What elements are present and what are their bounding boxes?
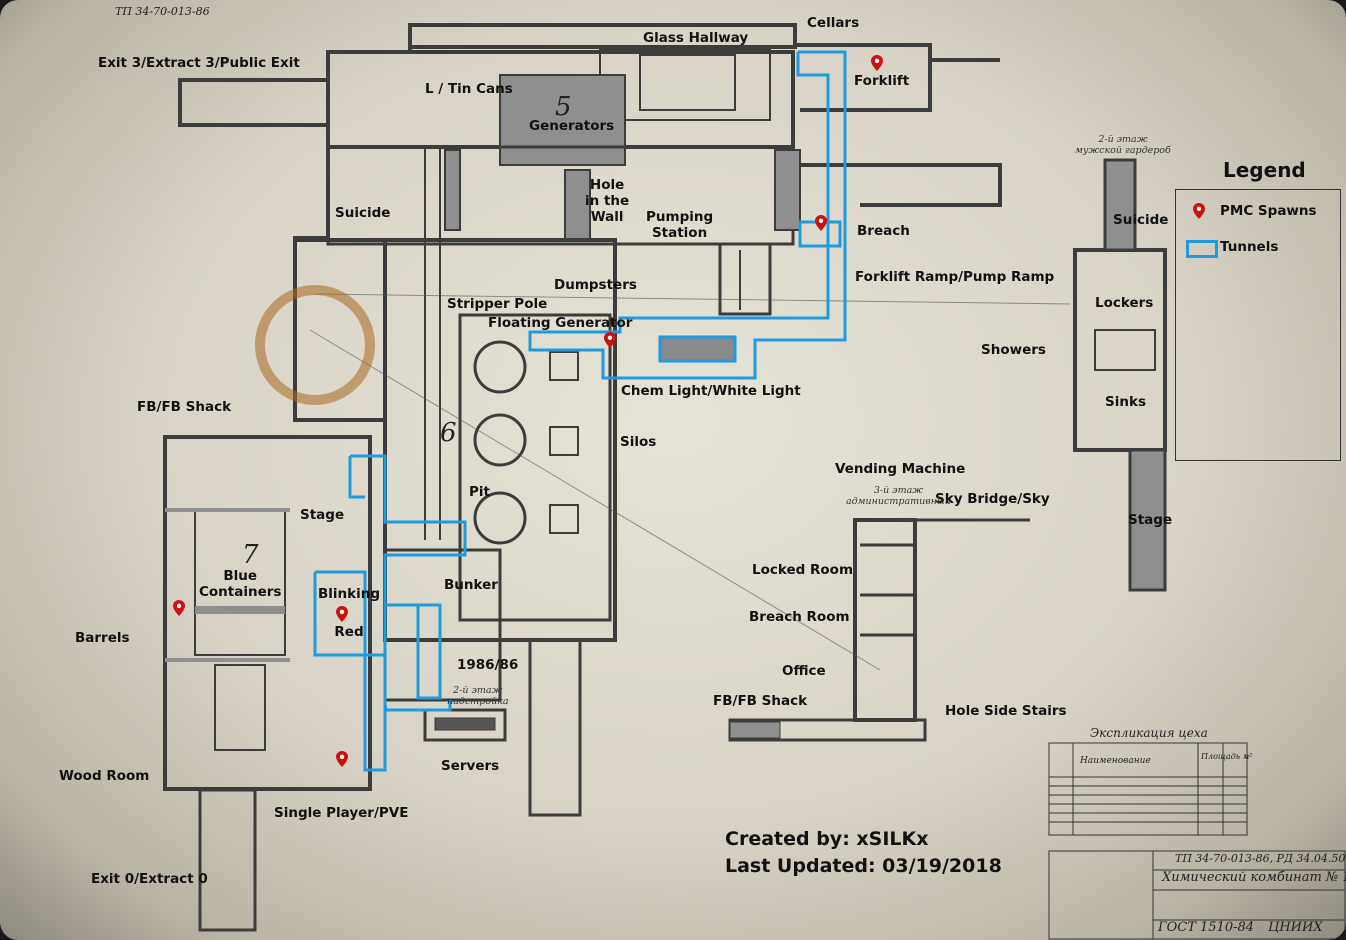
tunnel-path-blinking [315,570,387,772]
label-locked-room: Locked Room [752,562,854,578]
label-office: Office [782,663,826,679]
label-hole-side-stairs: Hole Side Stairs [945,703,1067,719]
label-silos: Silos [620,434,657,450]
label-barrels: Barrels [75,630,130,646]
label-vending-machine: Vending Machine [835,461,966,477]
stamp-line4: ЦНИИХ [1268,920,1323,935]
map-pin-icon [1193,203,1205,219]
stamp-side: ТП 34-70-013-86 [115,5,210,18]
label-breach: Breach [857,223,910,239]
table-name-header: Наименование [1080,756,1151,766]
label-blinking-red: Blinking Red [318,586,381,640]
coffee-stain [255,285,375,405]
stamp-line3: ГОСТ 1510-84 [1158,920,1255,935]
label-pumping-station: Pumping Station [646,209,714,242]
label-showers: Showers [981,342,1046,358]
pmc-spawn-pin-icon [815,215,827,231]
label-glass-hallway: Glass Hallway [643,30,749,46]
label-exit3: Exit 3/Extract 3/Public Exit [98,55,300,71]
legend-title: Legend [1223,158,1306,182]
label-blue-containers: Blue Containers [199,568,282,601]
stamp-line1: ТП 34-70-013-86, РД 34.04.507 [1175,852,1346,865]
tunnel-path-south [350,454,467,712]
label-floating-generator: Floating Generator [488,315,633,331]
label-exit0: Exit 0/Extract 0 [91,871,208,887]
label-stage-center: Stage [300,507,345,523]
credits-author: Created by: xSILKx [725,828,929,850]
pmc-spawn-pin-icon [604,332,616,348]
label-stripper-pole: Stripper Pole [447,296,548,312]
stamp-line2: Химический комбинат № 16 [1162,870,1346,885]
pmc-spawn-pin-icon [871,55,883,71]
label-sinks: Sinks [1105,394,1146,410]
label-cellars: Cellars [807,15,860,31]
note-floor2-mens: 2-й этаж мужской гардероб [1075,134,1171,156]
title-block [1048,850,1346,940]
label-single-player: Single Player/PVE [274,805,409,821]
label-bunker: Bunker [444,577,498,593]
area-number-7: 7 [242,540,259,570]
legend-tunnels: Tunnels [1220,239,1279,255]
label-stage-right: Stage [1128,512,1173,528]
label-dumpsters: Dumpsters [554,277,637,293]
label-servers: Servers [441,758,500,774]
pmc-spawn-pin-icon [336,751,348,767]
label-l-tin-cans: L / Tin Cans [425,81,513,97]
label-fb-shack-left: FB/FB Shack [137,399,232,415]
label-forklift: Forklift [854,73,910,89]
pmc-spawn-pin-icon [173,600,185,616]
blue-rectangle-icon [1186,240,1218,258]
label-1986: 1986/86 [457,657,519,673]
label-pit: Pit [469,484,490,500]
label-chem-light: Chem Light/White Light [621,383,801,399]
label-wood-room: Wood Room [59,768,150,784]
label-suicide-left: Suicide [335,205,391,221]
label-forklift-ramp: Forklift Ramp/Pump Ramp [855,269,1055,285]
area-number-5: 5 [555,92,572,122]
area-number-6: 6 [440,418,457,448]
label-suicide-right: Suicide [1113,212,1169,228]
note-explication: Экспликация цеха [1090,726,1208,740]
legend-pmc-spawns: PMC Spawns [1220,203,1317,219]
table-area-header: Площадь м² [1201,752,1253,761]
pmc-spawn-pin-icon [336,606,348,622]
credits-updated: Last Updated: 03/19/2018 [725,854,1002,877]
label-fb-shack-right: FB/FB Shack [713,693,808,709]
credits: Created by: xSILKx Last Updated: 03/19/2… [725,826,1002,879]
explication-table [1048,742,1248,836]
tunnel-path-north [528,50,847,380]
note-floor3-admin: 3-й этаж административный [846,485,951,507]
legend-box [1175,189,1341,461]
note-floor2-build: 2-й этаж надстройка [447,685,509,707]
label-lockers: Lockers [1095,295,1154,311]
label-sky-bridge: Sky Bridge/Sky [935,491,1050,507]
label-generators: Generators [529,118,615,134]
label-breach-room: Breach Room [749,609,850,625]
tunnel-room [658,335,737,363]
label-hole-in-wall: Hole in the Wall [585,177,630,226]
